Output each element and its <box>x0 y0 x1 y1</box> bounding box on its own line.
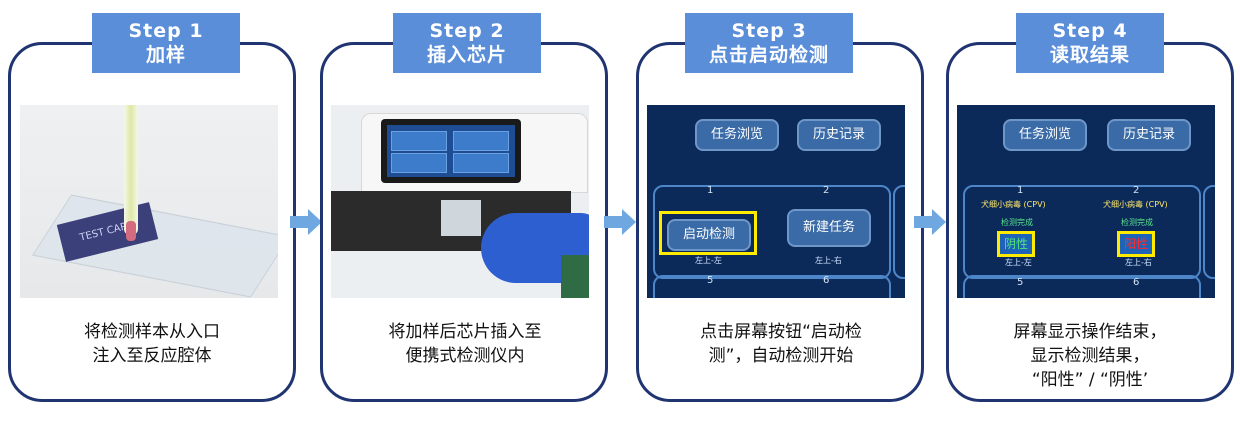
history-button[interactable]: 历史记录 <box>797 119 881 151</box>
status-text: 检测完成 <box>1121 218 1153 227</box>
new-task-button[interactable]: 新建任务 <box>787 209 871 247</box>
virus-name: 犬细小病毒 (CPV) <box>981 200 1046 209</box>
step1-caption: 将检测样本从入口 注入至反应腔体 <box>84 322 220 366</box>
arrow-right-icon <box>290 209 322 235</box>
status-text: 检测完成 <box>1001 218 1033 227</box>
step4-caption: 屏幕显示操作结束， 显示检测结果， “阳性” / “阴性’ <box>1013 322 1167 390</box>
result-positive-box: 阳性 <box>1117 231 1155 257</box>
step-number: Step 3 <box>731 20 807 42</box>
virus-name: 犬细小病毒 (CPV) <box>1103 200 1168 209</box>
arrow-right-icon <box>604 209 636 235</box>
task-browse-button[interactable]: 任务浏览 <box>695 119 779 151</box>
step2-photo <box>331 105 589 298</box>
sample-drop <box>126 221 136 241</box>
step-tag-3: Step 3 点击启动检测 <box>685 13 853 73</box>
step-number: Step 2 <box>429 20 505 42</box>
step-tag-1: Step 1 加样 <box>92 13 240 73</box>
highlight-box <box>659 211 757 255</box>
step3-screen: 任务浏览 历史记录 1 2 启动检测 新建任务 左上-左 左上-右 5 6 <box>647 105 905 298</box>
device-screen <box>381 119 521 183</box>
step-title: 点击启动检测 <box>708 44 829 66</box>
step-title: 读取结果 <box>1049 44 1130 66</box>
chip-slot <box>441 200 481 236</box>
task-browse-button[interactable]: 任务浏览 <box>1003 119 1087 151</box>
history-button[interactable]: 历史记录 <box>1107 119 1191 151</box>
step-tag-4: Step 4 读取结果 <box>1016 13 1164 73</box>
step-number: Step 4 <box>1052 20 1128 42</box>
step1-photo: TEST CARD <box>20 105 278 298</box>
arrow-right-icon <box>914 209 946 235</box>
step-number: Step 1 <box>128 20 204 42</box>
step-title: 加样 <box>145 44 186 66</box>
pipette-tip <box>124 105 138 235</box>
step2-caption: 将加样后芯片插入至 便携式检测仪内 <box>388 322 542 366</box>
start-detection-button[interactable]: 启动检测 <box>667 219 751 251</box>
step4-screen: 任务浏览 历史记录 1 2 犬细小病毒 (CPV) 犬细小病毒 (CPV) 检测… <box>957 105 1215 298</box>
step-title: 插入芯片 <box>426 44 507 66</box>
step3-caption: 点击屏幕按钮“启动检 测”，自动检测开始 <box>700 322 862 366</box>
step-tag-2: Step 2 插入芯片 <box>393 13 541 73</box>
result-negative-box: 阴性 <box>997 231 1035 257</box>
